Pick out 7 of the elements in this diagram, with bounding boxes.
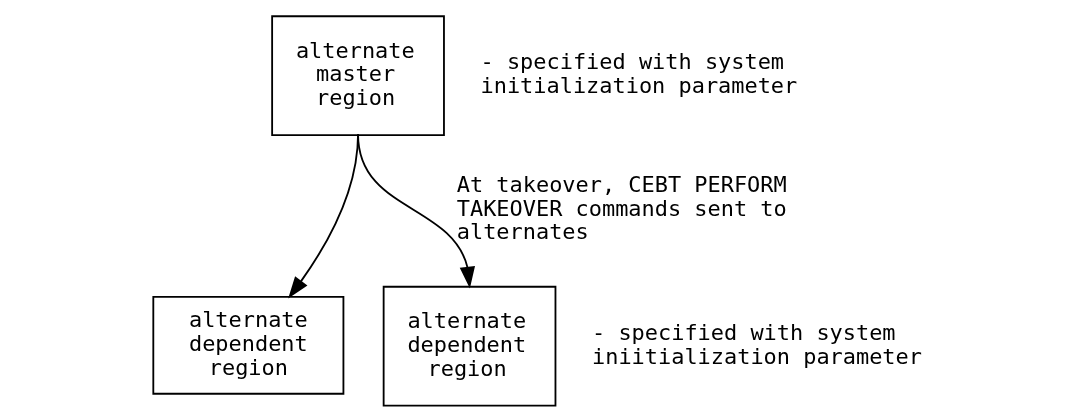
arrow <box>357 133 476 289</box>
node-box: alternate dependent region <box>152 295 345 395</box>
node-box: alternate dependent region <box>382 285 557 407</box>
edge-label: At takeover, CEBT PERFORM TAKEOVER commands sent to alternates <box>456 171 787 245</box>
node-box: alternate master region <box>271 15 445 136</box>
node-label: - specified with system iniitialization parameter <box>592 319 922 369</box>
node-label: - specified with system initialization parameter <box>480 49 798 99</box>
